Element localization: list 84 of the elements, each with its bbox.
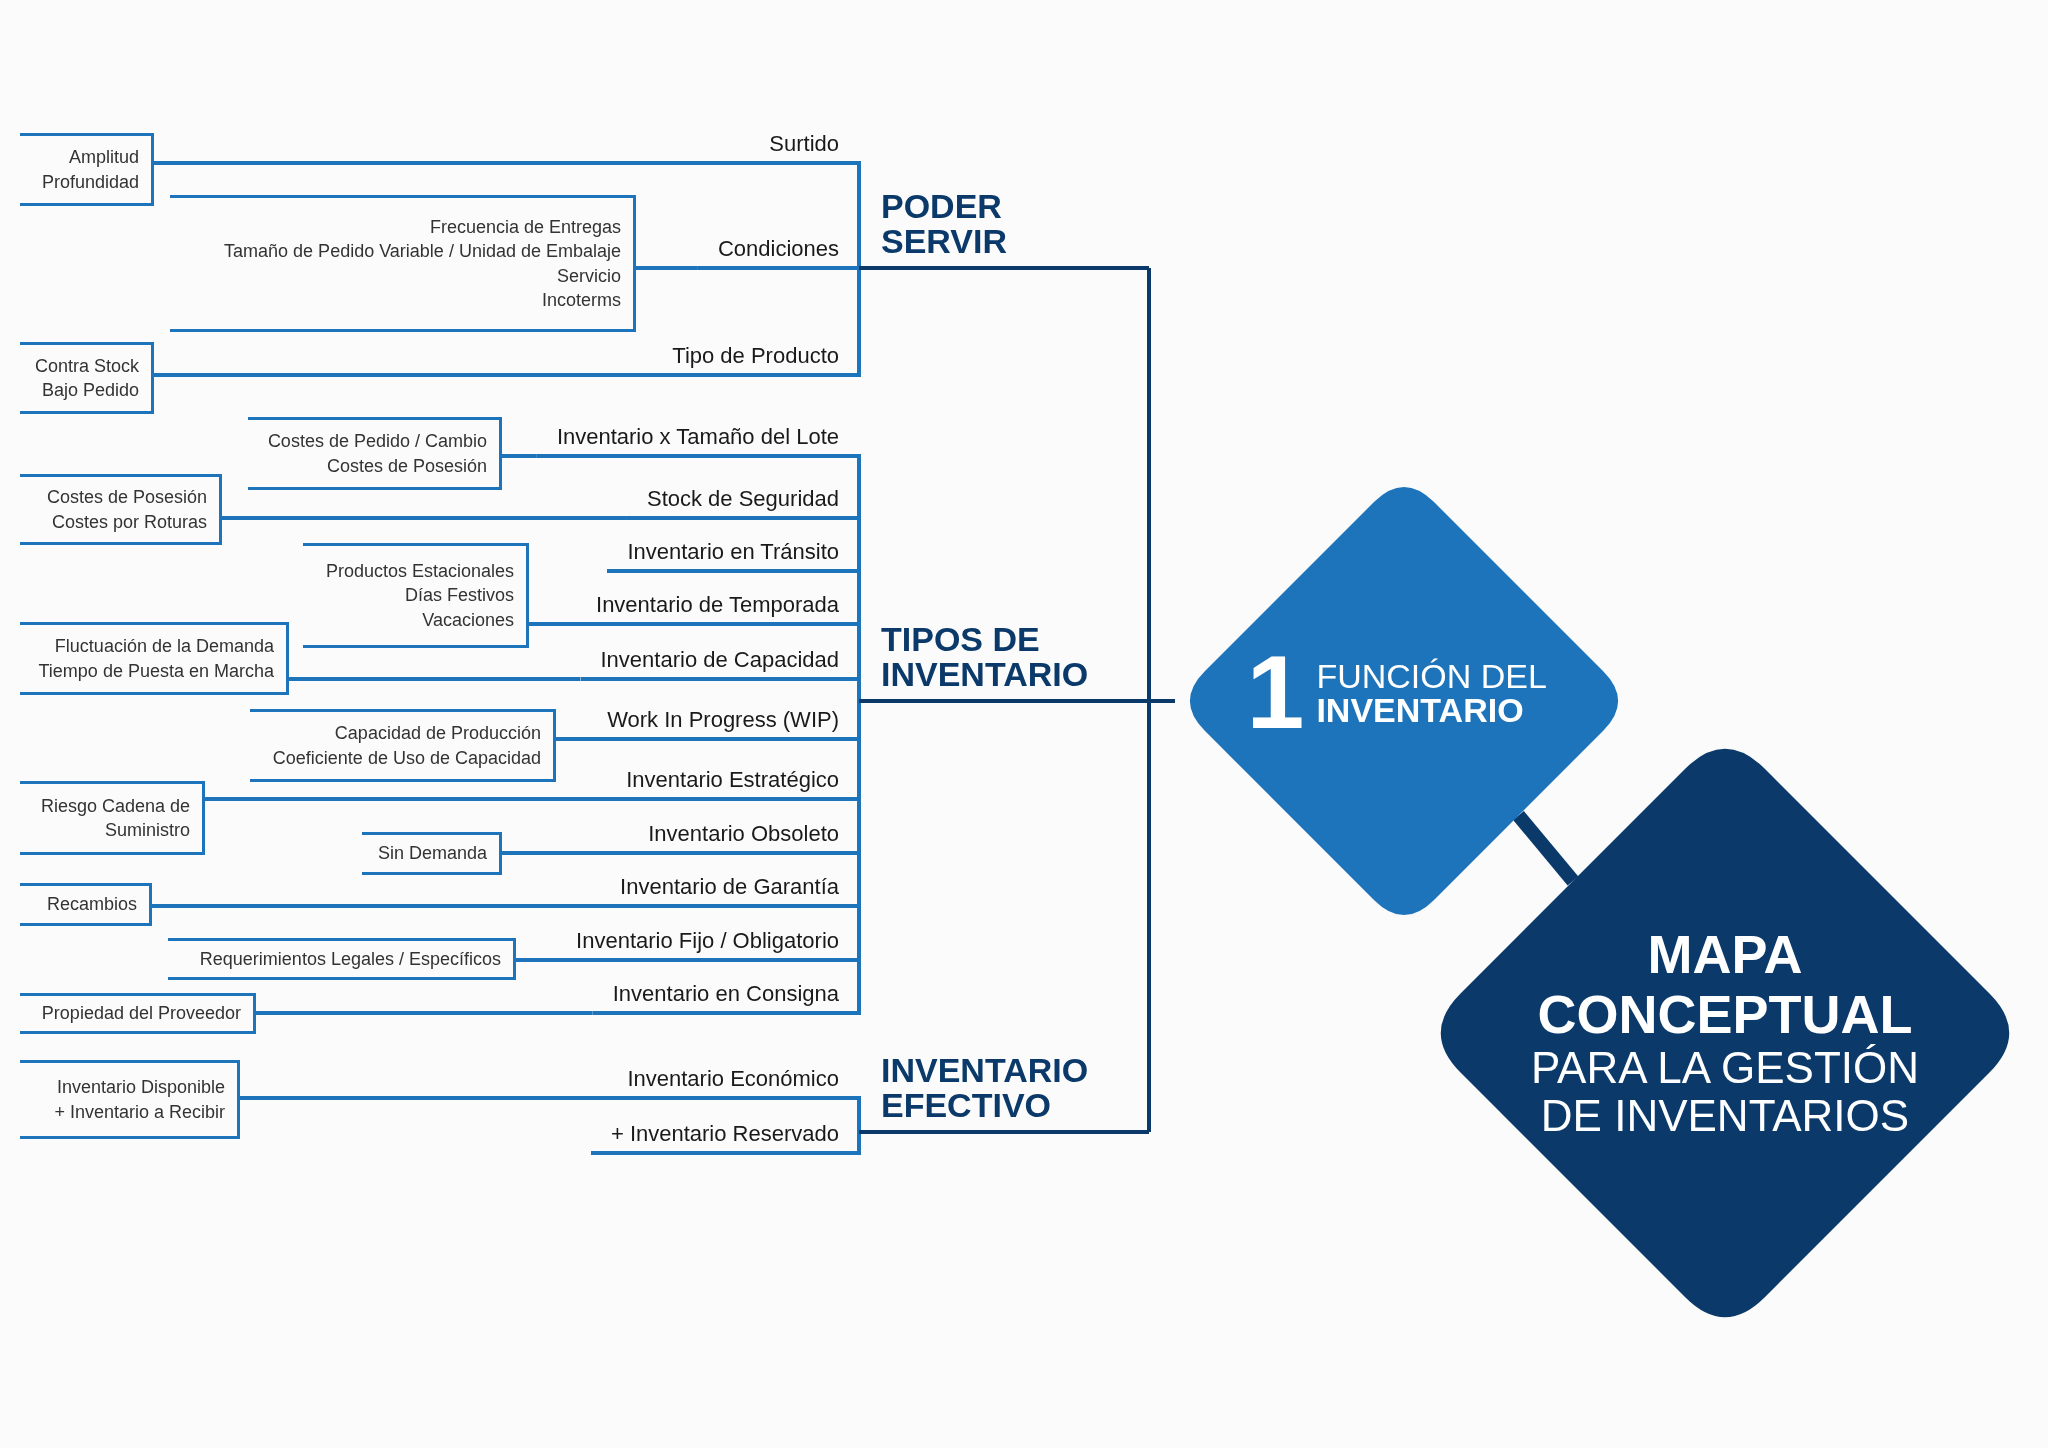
bracket-box [168,938,516,980]
box-text: Tamaño de Pedido Variable / Unidad de Embalaje [224,240,621,264]
box-text: Costes de Posesión [326,454,487,478]
bracket-box [20,474,222,545]
branch-label: Stock de Seguridad [626,486,839,520]
connector-line [240,1096,608,1100]
branch-label: Inventario Económico [607,1066,839,1100]
connector-line [222,516,627,520]
diamond-text: FUNCIÓN DEL INVENTARIO [1316,659,1547,727]
connector-line [502,454,537,458]
branch-label: Inventario en Tránsito [607,539,839,573]
bracket-box [20,781,205,855]
box-text: Amplitud [68,146,139,170]
box-text: Costes de Posesión [46,486,207,510]
box-text: Fluctuación de la Demanda [54,635,274,659]
branch-label: Inventario en Consigna [592,981,839,1015]
box-text: Servicio [556,264,621,288]
box-text: Propiedad del Proveedor [41,1002,241,1026]
box-text: Incoterms [541,288,621,312]
box-text: Requerimientos Legales / Específicos [199,947,501,971]
box-text: Vacaciones [422,608,514,632]
heading-text: PODER SERVIR [881,188,1007,260]
bracket-box [20,133,154,206]
diamond-number: 1 [1246,646,1305,740]
bracket-box [20,993,256,1034]
connector-line [838,1096,861,1132]
box-text: Inventario Disponible [56,1076,225,1100]
bracket-box [303,543,529,648]
connector-line [502,851,629,855]
box-text: Capacidad de Producción [334,722,541,746]
box-text: Costes por Roturas [51,510,207,534]
branch-label: Surtido [749,131,839,165]
connector-line [838,677,861,701]
box-text: Productos Estacionales [325,560,514,584]
connector-line [838,268,861,377]
branch-label: + Inventario Reservado [590,1121,839,1155]
connector-line [154,161,750,165]
box-text: Contra Stock [34,354,139,378]
box-text: Días Festivos [404,584,514,608]
bracket-box [20,1060,240,1139]
branch-label: Inventario Fijo / Obligatorio [556,928,839,962]
connector-line [154,373,653,377]
heading-text: INVENTARIO EFECTIVO [881,1052,1089,1124]
box-text: Frecuencia de Entregas [429,215,621,239]
box-text: Bajo Pedido [41,379,139,402]
connector-line [289,677,581,681]
connector-line [205,797,607,801]
box-text: Riesgo Cadena de Suministro [39,794,190,842]
branch-label: Condiciones [697,236,839,270]
branch-label: Inventario Estratégico [606,767,839,801]
bracket-box [248,417,502,490]
bracket-box [362,832,502,875]
thick-connector [1513,811,1579,886]
box-text: Profundidad [41,170,139,194]
heading-text: TIPOS DE INVENTARIO [881,621,1089,693]
bracket-box [170,195,636,332]
branch-label: Inventario de Garantía [600,874,839,908]
branch-label: Inventario x Tamaño del Lote [536,424,839,458]
connector-line [556,737,588,741]
connector-line [838,161,861,268]
bracket-box [250,709,556,782]
box-text: Tiempo de Puesta en Marcha [38,659,274,683]
connector-line [529,622,576,626]
bracket-box [20,342,154,414]
bracket-box [20,622,289,695]
connector-line [152,904,601,908]
branch-label: Work In Progress (WIP) [587,707,839,741]
connector-line [516,958,557,962]
branch-label: Inventario de Capacidad [580,647,839,681]
branch-label: Tipo de Producto [652,343,839,377]
bracket-box [20,883,152,926]
branch-label: Inventario de Temporada [576,592,839,626]
box-text: Sin Demanda [377,842,487,866]
diamond-text: PARA LA GESTIÓN DE INVENTARIOS [1530,1044,1920,1141]
connector-line [636,266,698,270]
connector-line [838,1132,861,1155]
branch-label: Inventario Obsoleto [628,821,839,855]
box-text: Coeficiente de Uso de Capacidad [272,746,541,770]
box-text: + Inventario a Recibir [54,1100,225,1124]
box-text: Recambios [46,893,137,917]
connector-line [256,1011,593,1015]
box-text: Costes de Pedido / Cambio [267,430,487,454]
connector-line [1147,699,1175,1132]
diamond-title: MAPA CONCEPTUAL [1537,925,1913,1044]
